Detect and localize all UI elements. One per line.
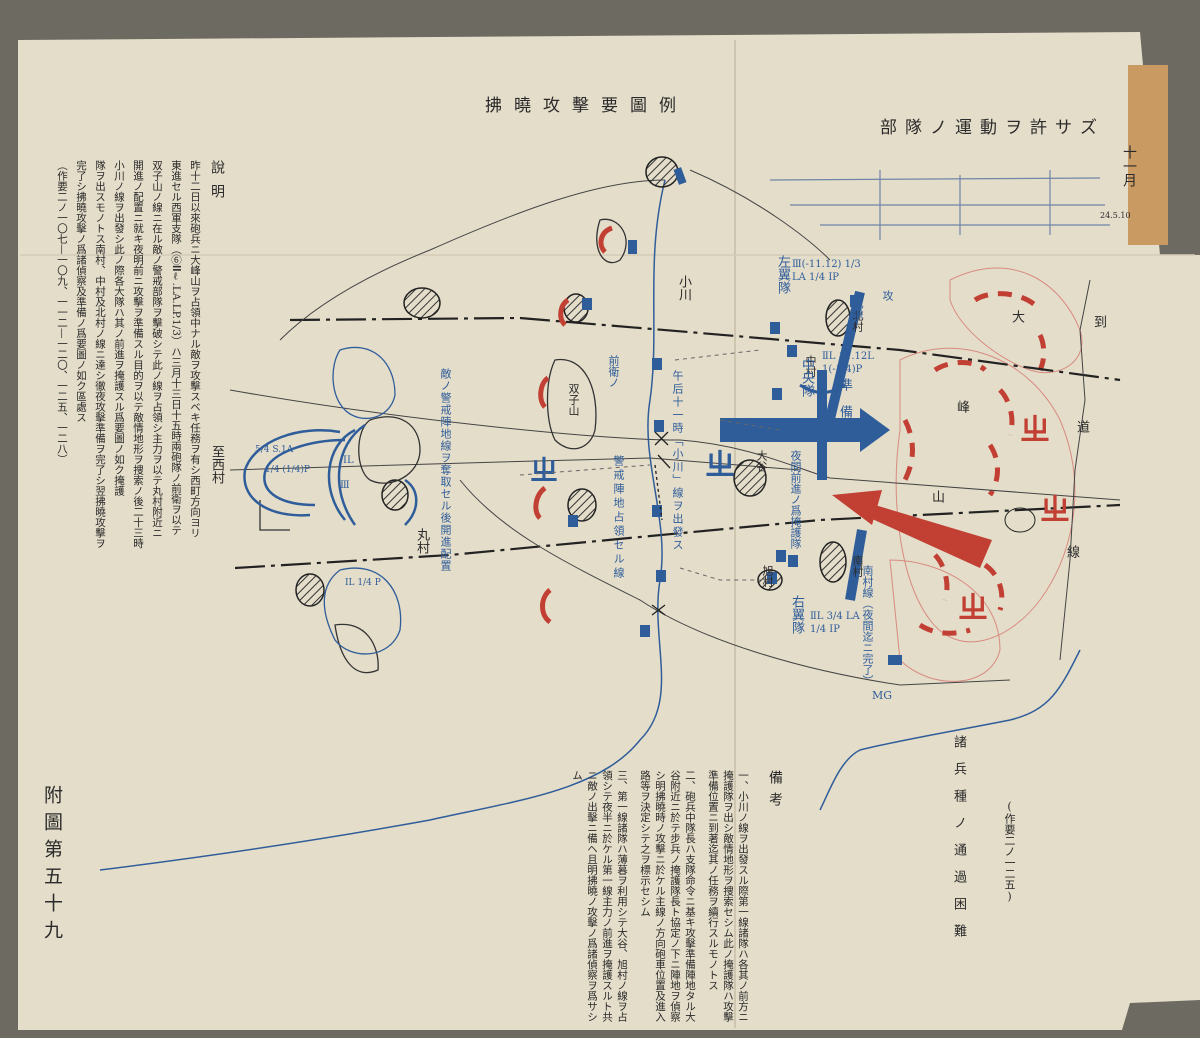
units-west-4: Ⅲ — [340, 480, 350, 491]
remark-item: 一、小川ノ線ヲ出發スル際第一線諸隊ハ各其ノ前方ニ掩護隊ヲ出シ敵情地形ヲ捜索セシム… — [707, 770, 749, 1022]
anno-prep: 準備 — [837, 378, 852, 432]
enemy-counter-arrow — [832, 490, 992, 568]
explanation-line: 昨十二日以來砲兵ニ大峰山ヲ占領中ナル敵ヲ攻擊スベキ任務ヲ有シ西町方向ヨリ — [189, 160, 201, 538]
attack-frontages — [820, 290, 867, 601]
explanation-line: 東進セル西軍支隊（⑥𝐈𝐈ℓ.LA.LP.1/3）ハ三月十三日十五時兩砲隊ノ前衛ヲ… — [170, 160, 182, 536]
torii — [1004, 507, 1036, 533]
place-dai: 大 — [1009, 310, 1024, 323]
place-yori: 到 — [1091, 315, 1106, 328]
anno-line: 警戒陣地占領セル線 — [612, 455, 625, 581]
river-east — [819, 649, 1081, 811]
paper-sheet — [18, 32, 1200, 1030]
figure-number: 附圖第五十九 — [41, 785, 63, 947]
explanation-line: 小川ノ線ヲ出發シ此ノ際各大隊ハ其ノ前進ヲ掩護スル爲要圖ノ如ク掩護 — [113, 160, 125, 496]
anno-night-done: 南村線（夜間迄ニ完了） — [861, 565, 874, 686]
remark-item: 二、砲兵中隊長ハ支隊命令ニ基キ攻擊準備陣地タル大谷附近ニ於テ步兵ノ掩護隊長ト協定… — [639, 770, 696, 1022]
anno-mg: MG — [872, 689, 893, 702]
units-left: Ⅲ(-11.12) 1/3 LA 1/4 IP — [792, 259, 861, 283]
anno-difficult: 諸兵種ノ通過困難 — [951, 735, 966, 951]
river-ogawa — [99, 179, 666, 871]
anno-garrison: 敵ノ警戒陣地線ヲ奪取セル後開進配置 — [439, 368, 452, 572]
brackets — [651, 431, 671, 616]
main-attack-arrow — [720, 370, 890, 480]
paper-tab — [1128, 65, 1168, 245]
explanation-line: 双子山ノ線ニ在ル敵ノ警戒部隊ヲ擊破シテ此ノ線ヲ占領シ主力ヲ以テ丸村附近ニ — [151, 160, 163, 538]
place-ogawa: 小川 — [676, 275, 691, 301]
phase-lines — [234, 316, 1121, 570]
villages — [295, 156, 851, 607]
place-futago: 双子山 — [567, 383, 580, 416]
unit-markers — [568, 167, 902, 665]
dashed-routes — [519, 349, 781, 581]
unit-symbols: ㄓ ㄓ ㄓ ㄓ ㄓ — [530, 413, 1070, 626]
units-west-3: ⅠL — [343, 455, 354, 466]
svg-text:ㄓ: ㄓ — [958, 591, 988, 626]
anno-night-prep: 夜間前進ノ爲掩護隊 — [789, 450, 802, 549]
explanation-line: 完了シ拂曉攻擊ノ爲諸偵察及準備ノ爲要圖ノ如ク區處ス — [75, 160, 87, 423]
units-west-5: ⅠL 1/4 P — [345, 578, 381, 588]
remarks-heading: 備考 — [767, 770, 783, 814]
units-west-2: 1/4 (1/4)P — [265, 465, 310, 475]
label-right-wing: 右翼隊 — [789, 595, 804, 634]
place-otani: 大谷 — [755, 450, 768, 472]
date-stamp-mark: 十一月 — [1121, 145, 1137, 187]
place-minami: 南村 — [851, 555, 864, 577]
hill-contours — [889, 267, 1083, 682]
explanation-body: 昨十二日以來砲兵ニ大峰山ヲ占領中ナル敵ヲ攻擊スベキ任務ヲ有シ西町方向ヨリ東進セル… — [32, 160, 202, 630]
remarks-body: 一、小川ノ線ヲ出發スル際第一線諸隊ハ各其ノ前方ニ掩護隊ヲ出シ敵情地形ヲ捜索セシム… — [460, 770, 750, 1030]
top-note: 部隊ノ運動ヲ許サズ — [880, 118, 1105, 138]
place-maru: 丸村 — [414, 528, 429, 554]
place-sen: 線 — [1064, 545, 1079, 558]
place-tsu: 道 — [1074, 420, 1089, 433]
roads — [229, 169, 1121, 686]
label-attack: 攻 — [881, 290, 894, 301]
svg-text:ㄓ: ㄓ — [1040, 493, 1070, 528]
scribble-marks — [769, 170, 1110, 240]
friendly-arcs — [243, 423, 418, 526]
anno-vanguard: 前衛ノ — [607, 355, 620, 388]
anno-depart: 午后十一時「小川」線ヲ出發ス — [671, 370, 684, 552]
remark-item: 三、第一線諸隊ハ薄暮ヲ利用シテ大谷、旭村ノ線ヲ占領シテ夜半ニ於ケル第一線主力ノ前… — [571, 770, 628, 1022]
explanation-line: 開進ノ配置ニ就キ夜明前ニ攻擊ヲ準備スル目的ヲ以テ敵情地形ヲ捜索ノ後二十三時 — [132, 160, 144, 549]
place-asahi: 旭村 — [761, 565, 774, 587]
place-kita: 北村 — [851, 310, 864, 332]
label-center: 中央隊 — [799, 358, 814, 397]
place-naka: 中村 — [804, 355, 817, 377]
svg-text:ㄓ: ㄓ — [1020, 413, 1050, 448]
place-mine: 峰 — [954, 400, 969, 413]
place-yama: 山 — [929, 490, 944, 503]
svg-text:ㄓ: ㄓ — [530, 454, 558, 487]
enemy-positions — [902, 291, 1047, 636]
place-nishi: 至西村 — [209, 445, 224, 484]
explanation-heading: 說明 — [209, 160, 225, 208]
explanation-line: （作要二ノ一〇七—一〇九、一一二—一二〇、一二五、一二八） — [56, 160, 68, 465]
terrain-outlines — [259, 218, 627, 674]
explanation-line: 隊ヲ出スモノトス南村、中村及北村ノ線ニ達シ徹夜攻擊準備ヲ完了シ翌拂曉攻擊ヲ — [94, 160, 106, 549]
page-title: 拂曉攻擊要圖例 — [485, 96, 688, 116]
units-center: ⅡL 11.12L 1(-1/4)P — [822, 351, 874, 375]
svg-text:ㄓ: ㄓ — [705, 448, 735, 483]
units-west-1: 5/4 S.1A — [255, 445, 294, 455]
label-left-wing: 左翼隊 — [775, 255, 790, 294]
date-stamp: 24.5.10 — [1100, 211, 1131, 220]
label-north-attack: 北擊 — [851, 298, 864, 320]
enemy-arcs — [533, 225, 614, 625]
units-right: ⅡL 3/4 LA 1/4 IP — [810, 611, 860, 635]
ref-right: (作要二ノ一二五) — [1003, 800, 1016, 903]
